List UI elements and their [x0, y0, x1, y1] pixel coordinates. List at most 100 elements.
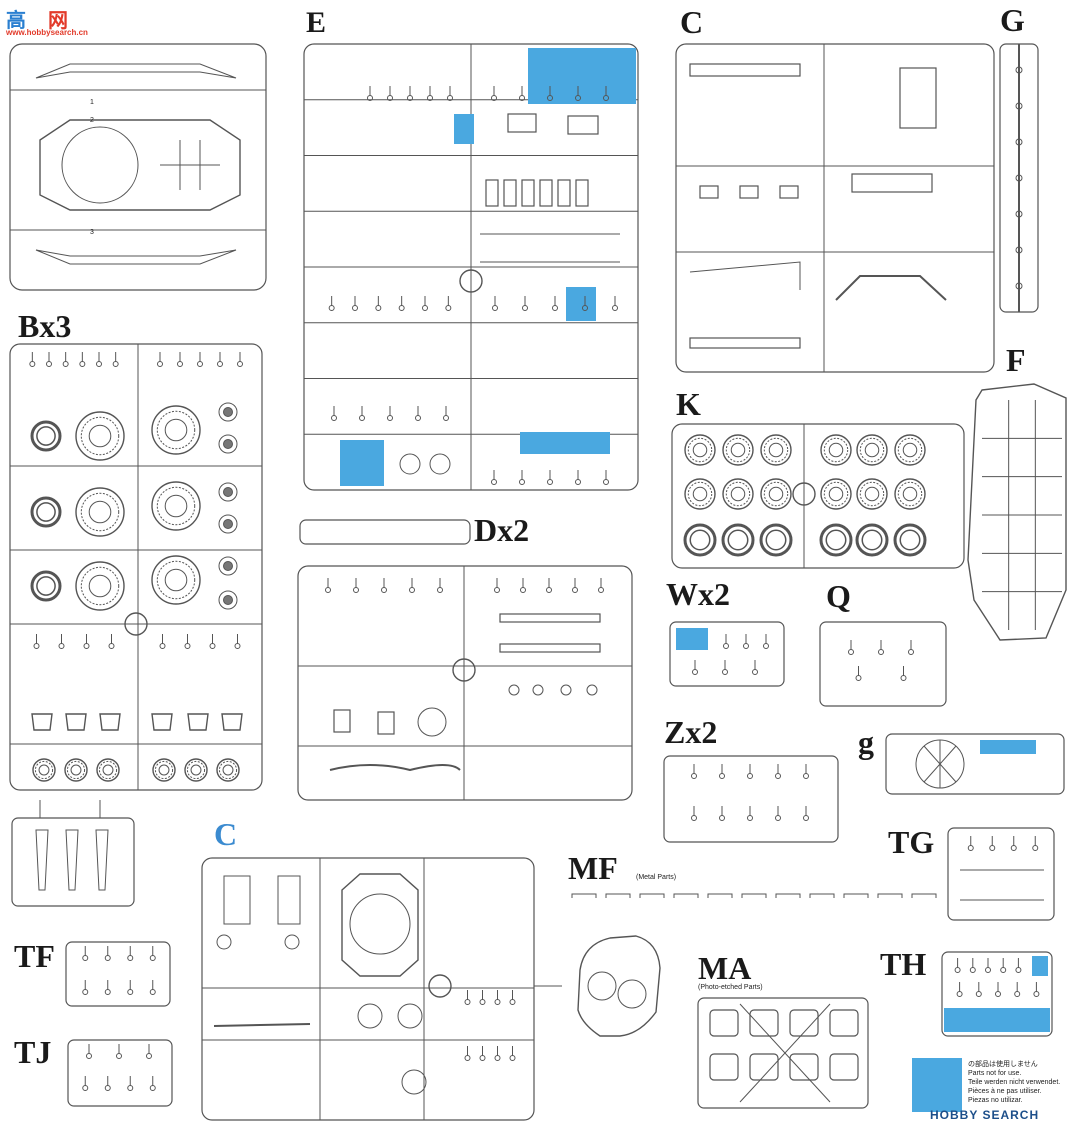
- part-circle: [603, 479, 609, 485]
- part-circle: [575, 479, 581, 485]
- part-circle: [598, 587, 604, 593]
- part-circle: [1015, 967, 1022, 973]
- part-circle: [692, 669, 698, 675]
- runner: [739, 1003, 831, 1103]
- part-circle: [509, 999, 516, 1005]
- part-circle: [149, 989, 156, 995]
- sprue-D-upper: [299, 519, 471, 545]
- road-wheel: [760, 434, 792, 466]
- part-circle: [197, 361, 203, 367]
- part-circle: [149, 1085, 156, 1091]
- part-circle: [908, 649, 914, 655]
- part-circle: [803, 773, 809, 779]
- part-circle: [127, 955, 134, 961]
- part-circle: [747, 815, 753, 821]
- part-circle: [747, 773, 753, 779]
- part-circle: [725, 437, 751, 463]
- label-Bx3: Bx3: [18, 308, 72, 344]
- part-circle: [1032, 845, 1039, 851]
- part-circle: [331, 415, 337, 421]
- part-circle: [127, 989, 134, 995]
- unused-part-highlight: [454, 114, 474, 144]
- part-circle: [80, 416, 120, 456]
- part-circle: [1015, 246, 1023, 254]
- part-circle: [479, 1055, 486, 1061]
- part-circle: [975, 991, 982, 997]
- sprue-gate: [459, 269, 483, 293]
- unused-part-highlight: [676, 628, 708, 650]
- sprue-gate: [452, 658, 476, 682]
- part-circle: [218, 760, 238, 780]
- sprue-frame: [507, 113, 537, 133]
- legend-line-1: の部品は使用しません: [968, 1061, 1038, 1068]
- part-circle: [190, 764, 202, 776]
- bracket-part: [99, 713, 121, 731]
- part-circle: [437, 587, 443, 593]
- part-circle: [1015, 102, 1023, 110]
- part-circle: [209, 643, 216, 649]
- part-circle: [859, 481, 885, 507]
- metal-part: [605, 893, 631, 898]
- part-circle: [520, 587, 526, 593]
- part-circle: [127, 1085, 134, 1091]
- part-circle: [80, 566, 120, 606]
- sprue-hull: [9, 43, 267, 291]
- sprue-frame: [539, 179, 553, 207]
- part-circle: [861, 529, 883, 551]
- part-circle: [969, 967, 976, 973]
- part-circle: [86, 1053, 92, 1059]
- part-circle: [864, 486, 880, 502]
- hub: [218, 402, 238, 422]
- part-circle: [401, 1069, 427, 1095]
- part-circle: [223, 561, 233, 571]
- part-circle: [494, 999, 501, 1005]
- part-circle: [1015, 138, 1023, 146]
- part-circle: [848, 649, 854, 655]
- panel-part: [689, 261, 801, 290]
- part-circle: [222, 764, 234, 776]
- part-circle: [612, 305, 618, 311]
- part-circle: [156, 560, 196, 600]
- label-C-top: C: [680, 4, 704, 40]
- legend-line-5: Piezas no utilizar.: [968, 1097, 1023, 1104]
- part-circle: [765, 529, 787, 551]
- part-circle: [66, 760, 86, 780]
- part-circle: [146, 1053, 152, 1059]
- turret-roof: [341, 873, 419, 977]
- metal-part: [843, 893, 869, 898]
- part-circle: [900, 675, 907, 681]
- part-circle: [36, 576, 56, 596]
- label-TH: TH: [880, 946, 927, 982]
- part-circle: [352, 305, 358, 311]
- part-circle: [494, 1055, 501, 1061]
- part-circle: [154, 760, 174, 780]
- part-circle: [492, 305, 498, 311]
- hull-rail-top: [35, 63, 237, 79]
- part-circle: [158, 764, 170, 776]
- part-circle: [582, 305, 588, 311]
- sprue-F: [967, 383, 1067, 641]
- sprue-gate: [124, 612, 148, 636]
- road-wheel: [75, 411, 125, 461]
- metal-part: [809, 893, 835, 898]
- part-circle: [864, 442, 880, 458]
- part-circle: [36, 426, 56, 446]
- sprue-K: [671, 423, 965, 569]
- part-circle: [359, 415, 365, 421]
- part-circle: [104, 1085, 111, 1091]
- part-circle: [375, 305, 382, 311]
- part-circle: [803, 815, 809, 821]
- part-circle: [387, 415, 393, 421]
- legend-line-4: Pièces à ne pas utiliser.: [968, 1088, 1042, 1095]
- metal-part: [673, 893, 699, 898]
- metal-part: [877, 893, 903, 898]
- tyre: [30, 496, 62, 528]
- part-circle: [1033, 991, 1040, 997]
- label-Zx2: Zx2: [664, 714, 718, 750]
- part-circle: [532, 684, 544, 696]
- part-circle: [552, 305, 558, 311]
- label-TF: TF: [14, 938, 55, 974]
- road-wheel: [151, 555, 201, 605]
- sprue-frame: [709, 1053, 739, 1081]
- part-circle: [104, 955, 111, 961]
